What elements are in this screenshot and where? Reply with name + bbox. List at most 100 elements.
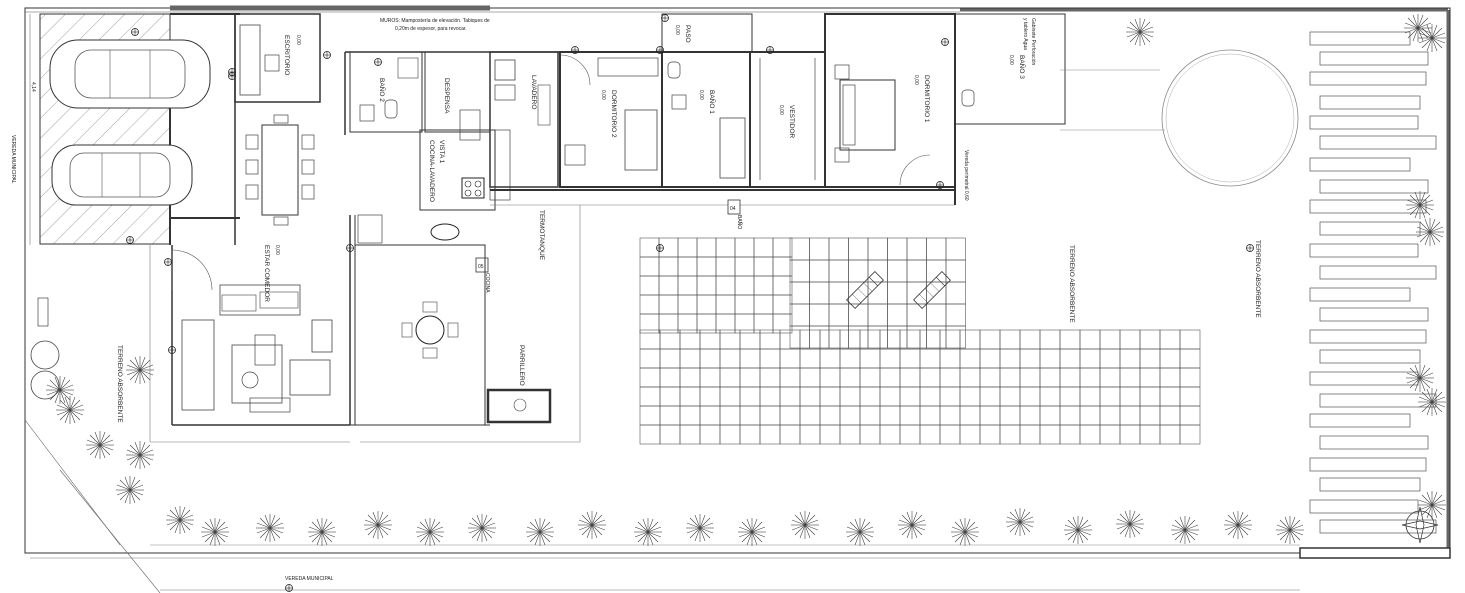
palm-tree-icon [1170,515,1200,545]
deck-tile [859,367,881,388]
deck-tile [799,329,821,350]
deck-tile [1079,405,1101,426]
palm-tree-icon [633,517,663,547]
deck-tile [699,405,721,426]
deck-tile [1119,348,1141,369]
deck-tile [839,424,861,445]
palm-tree-icon [125,440,155,470]
deck-tile [939,424,961,445]
deck-tile [879,348,901,369]
deck-tile [1139,367,1161,388]
deck-tile [959,424,981,445]
deck-tile [819,424,841,445]
deck-tile [926,259,947,283]
deck-tile [828,325,849,349]
deck-tile [677,256,698,277]
palm-tree-icon [897,510,927,540]
deck-tile [699,348,721,369]
level-marker [323,51,331,59]
bano3-wc [961,89,975,107]
lavadero-shelf [537,84,551,126]
level-marker [164,258,172,266]
level-marker [228,68,236,76]
kitchen-counter [459,109,481,141]
round-table [401,301,459,359]
deck-tile [679,405,701,426]
palm-tree-icon [125,355,155,385]
meter-box [37,297,49,327]
stepping-stone [1319,435,1429,450]
dorm2-desk [564,144,586,166]
cocina-lavadero-label: COCINA-LAVADERO [428,140,435,202]
dining-table [245,114,315,226]
deck-tile [887,303,908,327]
stepping-stone [1309,115,1419,130]
deck-tile [1119,405,1141,426]
tank-1 [30,340,60,370]
deck-tile [906,237,927,261]
level-marker [131,28,139,36]
deck-tile [1079,348,1101,369]
deck-tile [719,405,741,426]
deck-tile [828,237,849,261]
deck-tile [979,386,1001,407]
gallery [354,244,486,426]
palm-tree-icon [200,517,230,547]
deck-tile [658,294,679,315]
stepping-stone [1309,499,1419,514]
palm-tree-icon [1115,509,1145,539]
deck-tile [759,424,781,445]
vereda-inferior-label: VEREDA MUNICIPAL [285,576,334,582]
deck-tile [879,405,901,426]
deck-tile [919,348,941,369]
deck-tile [1099,348,1121,369]
level-marker [126,236,134,244]
paso-label: PASO [684,25,691,43]
deck-tile [1119,386,1141,407]
deck-tile [939,329,961,350]
palm-tree-icon [525,517,555,547]
stepping-stone [1319,221,1421,236]
stepping-stone [1309,413,1411,428]
deck-tile [906,281,927,305]
deck-tile [867,237,888,261]
deck-tile [828,259,849,283]
bano3-level: 0,00 [1008,55,1014,65]
deck-tile [1139,424,1161,445]
estar-comedor-label: ESTAR COMEDOR [263,245,270,302]
deck-tile [979,367,1001,388]
stepping-stone [1319,349,1421,364]
deck-tile [1179,424,1201,445]
deck-tile [696,294,717,315]
deck-tile [887,281,908,305]
bano1-label: BAÑO 1 [708,90,717,114]
deck-tile [1059,348,1081,369]
deck-tile [959,367,981,388]
level-marker [374,58,382,66]
deck-tile [926,303,947,327]
deck-tile [1079,386,1101,407]
deck-tile [1099,386,1121,407]
deck-tile [999,348,1021,369]
bano3-walls [954,13,1066,125]
terreno-label-1: TERRENO ABSORBENTE [1068,245,1075,323]
palm-tree-icon [1405,363,1435,393]
deck-tile [1099,367,1121,388]
level-marker [346,244,354,252]
deck-tile [839,329,861,350]
deck-tile [819,405,841,426]
palm-tree-icon [85,430,115,460]
deck-tile [839,348,861,369]
deck-tile [879,424,901,445]
car-top [49,39,211,109]
deck-tile [1079,424,1101,445]
dorm1-nightstand-bottom [834,147,850,163]
dorm2-door [559,54,591,86]
deck-tile [1039,424,1061,445]
cocina-lower-box [357,214,383,244]
despensa-label: DESPENSA [443,78,450,114]
deck-tile [1179,329,1201,350]
deck-tile [1079,367,1101,388]
deck-tile [859,424,881,445]
deck-tile [715,275,736,296]
